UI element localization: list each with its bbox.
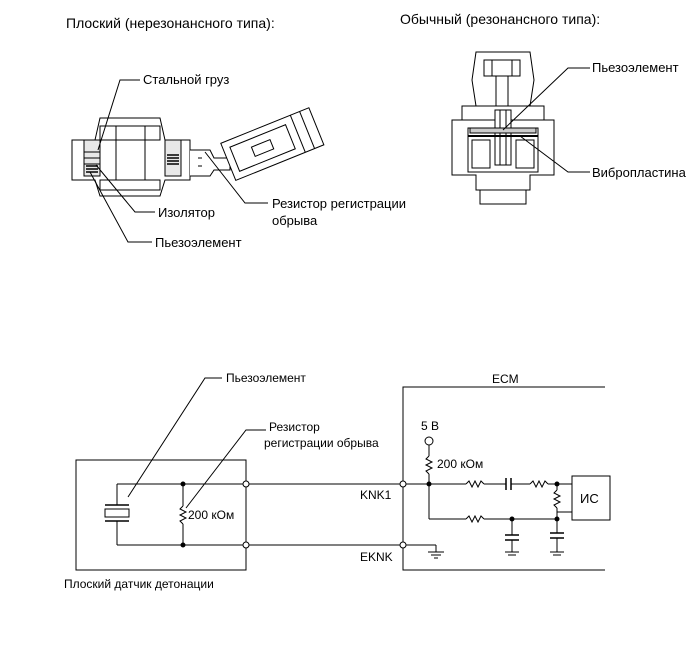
pullup-value: 200 кОм (437, 457, 484, 471)
circuit-resistor-label-1: Резистор (269, 420, 320, 434)
ecm-box (402, 386, 605, 571)
flat-sensor-title: Плоский (нерезонансного типа): (66, 15, 275, 31)
knk1-label: KNK1 (360, 488, 392, 502)
ic-box (571, 475, 611, 521)
resonant-piezo-label: Пьезоэлемент (592, 60, 679, 75)
steel-weight-label: Стальной груз (143, 72, 230, 87)
flat-piezo-label: Пьезоэлемент (155, 235, 242, 250)
circuit-piezo-label: Пьезоэлемент (226, 371, 306, 385)
resonant-sensor-drawing (451, 51, 555, 205)
flat-resistor-label-2: обрыва (272, 213, 318, 228)
circuit (75, 377, 611, 571)
sensor-resistor-value: 200 кОм (188, 508, 235, 522)
flat-resistor-label-1: Резистор регистрации (272, 196, 406, 211)
vibro-plate-label: Вибропластина (592, 165, 686, 180)
insulator-label: Изолятор (158, 205, 215, 220)
supply-label: 5 В (421, 419, 440, 433)
circuit-resistor-label-2: регистрации обрыва (264, 436, 379, 450)
resonant-sensor-leaders (502, 67, 590, 173)
flat-sensor-drawing (71, 107, 325, 197)
flat-sensor-leaders (89, 79, 268, 243)
ic-label: ИС (580, 491, 599, 506)
sensor-caption: Плоский датчик детонации (64, 577, 214, 591)
sensor-box (75, 459, 247, 571)
eknk-label: EKNK (360, 550, 393, 564)
ecm-label: ECM (492, 372, 519, 386)
resonant-sensor-title: Обычный (резонансного типа): (400, 11, 601, 27)
